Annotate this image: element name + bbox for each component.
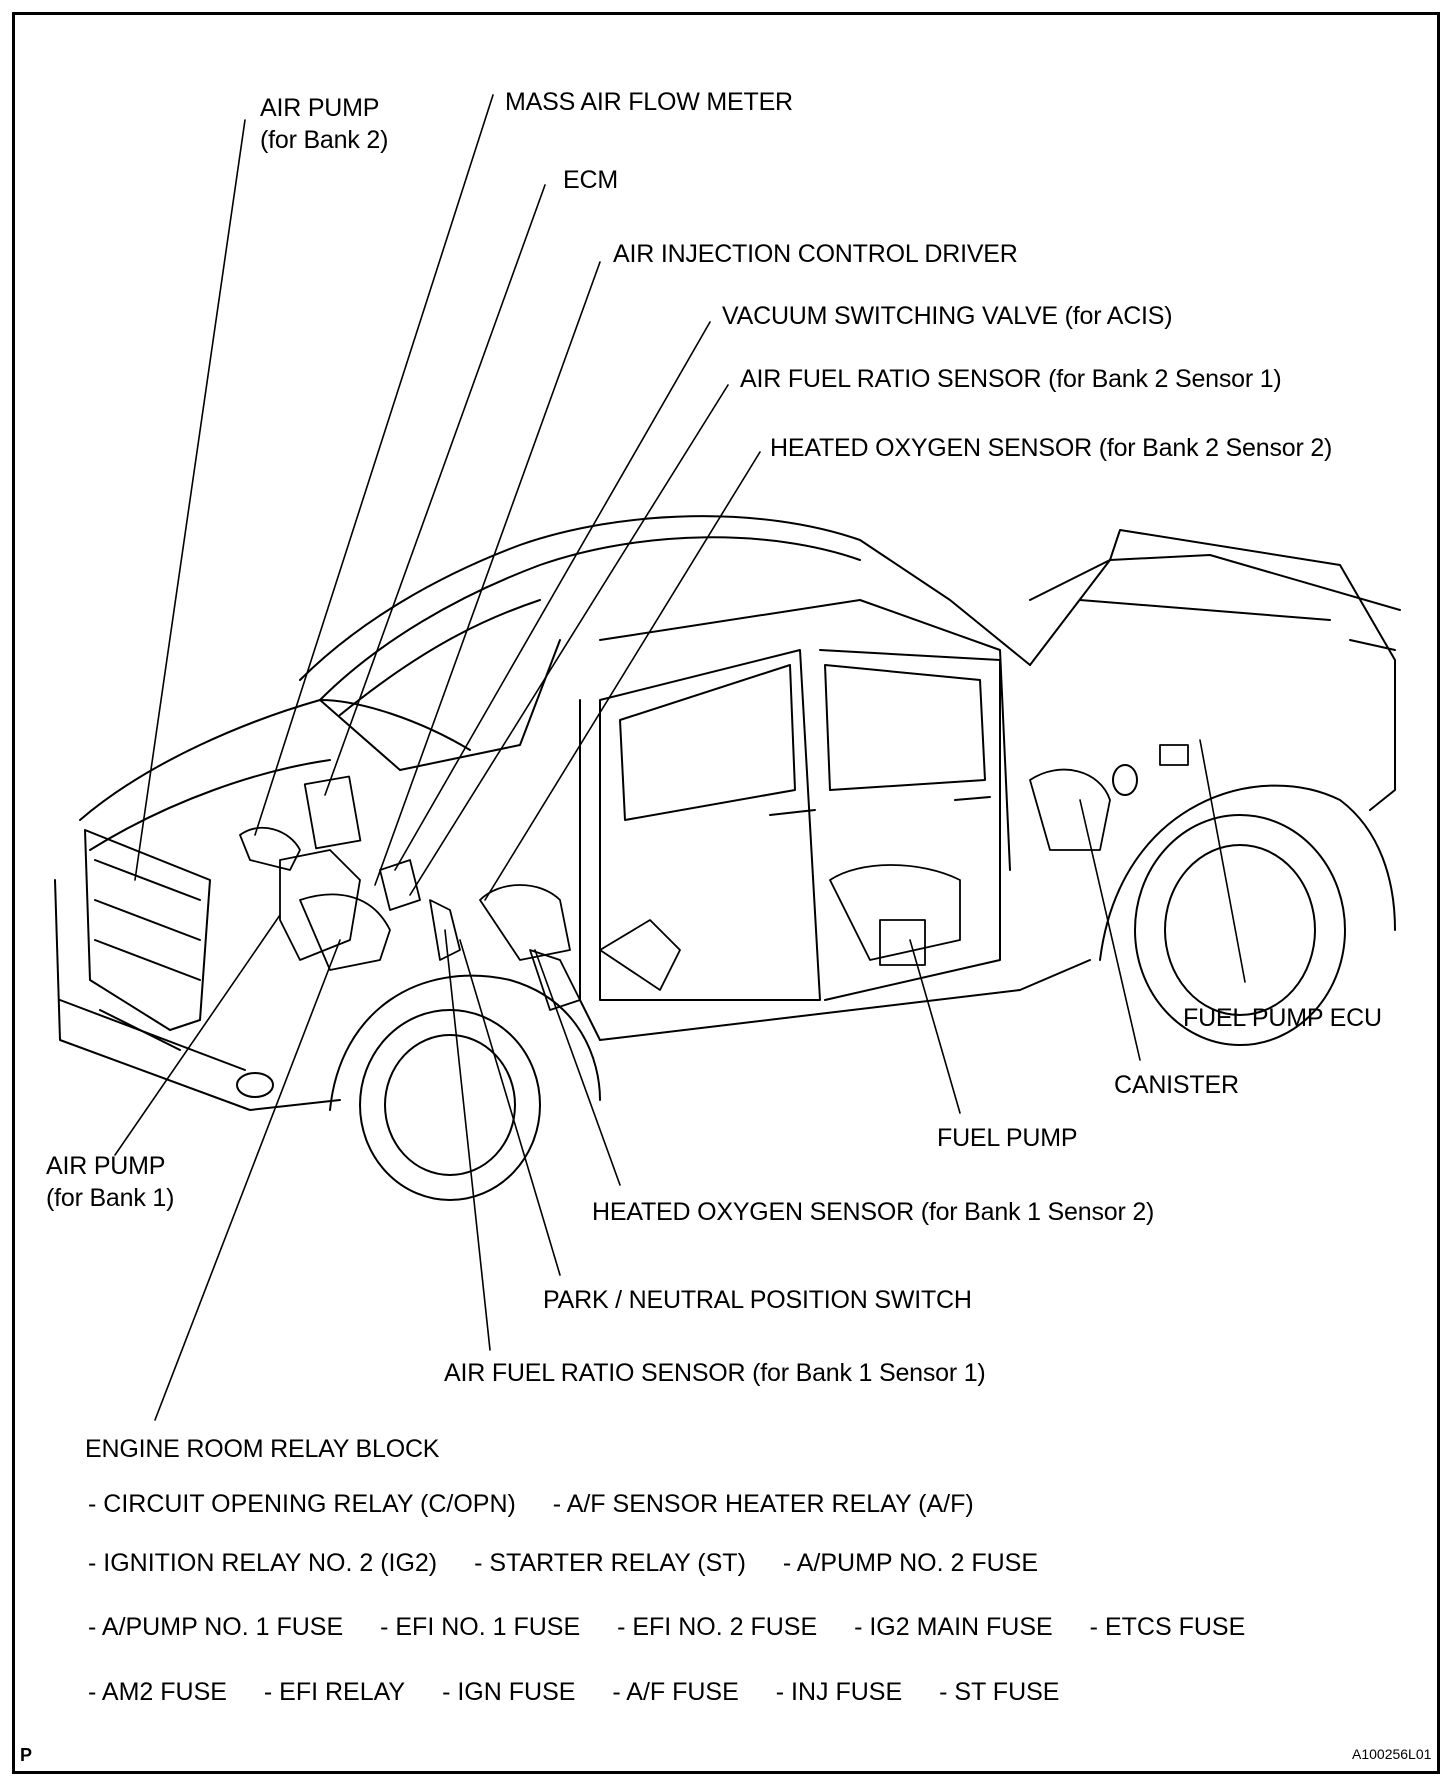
fuel-pump-ecu-label: FUEL PUMP ECU xyxy=(1183,1004,1382,1032)
air-pump-bank1-line1: AIR PUMP xyxy=(46,1152,166,1180)
relay-item: - IG2 MAIN FUSE xyxy=(854,1613,1053,1641)
ho2-b2s2-label: HEATED OXYGEN SENSOR (for Bank 2 Sensor … xyxy=(770,434,1333,462)
relay-item: - INJ FUSE xyxy=(775,1678,903,1706)
ecm-label: ECM xyxy=(563,166,618,194)
relay-item: - A/F SENSOR HEATER RELAY (A/F) xyxy=(552,1490,974,1518)
relay-item: - EFI RELAY xyxy=(263,1678,406,1706)
air-pump-bank2-label: AIR PUMP (for Bank 2) xyxy=(260,92,388,156)
relay-row-1: - CIRCUIT OPENING RELAY (C/OPN) - A/F SE… xyxy=(88,1488,1004,1520)
components-illustration xyxy=(239,744,1189,1011)
air-pump-bank1-line2: (for Bank 1) xyxy=(46,1184,175,1212)
af-sensor-b2s1-label: AIR FUEL RATIO SENSOR (for Bank 2 Sensor… xyxy=(740,365,1282,393)
relay-item: - STARTER RELAY (ST) xyxy=(474,1549,746,1577)
relay-item: - EFI NO. 2 FUSE xyxy=(617,1613,818,1641)
relay-item: - A/F FUSE xyxy=(612,1678,739,1706)
relay-item: - ST FUSE xyxy=(939,1678,1060,1706)
air-pump-bank1-label: AIR PUMP (for Bank 1) xyxy=(46,1150,174,1214)
diagram-frame xyxy=(12,12,1440,1774)
engine-room-relay-block-label: ENGINE ROOM RELAY BLOCK xyxy=(85,1435,440,1463)
relay-item: - ETCS FUSE xyxy=(1089,1613,1246,1641)
relay-item: - A/PUMP NO. 2 FUSE xyxy=(782,1549,1039,1577)
park-neutral-switch-label: PARK / NEUTRAL POSITION SWITCH xyxy=(543,1286,972,1314)
relay-item: - A/PUMP NO. 1 FUSE xyxy=(88,1613,344,1641)
air-pump-bank2-line2: (for Bank 2) xyxy=(260,126,389,154)
truck-illustration xyxy=(54,515,1401,1201)
relay-item: - AM2 FUSE xyxy=(88,1678,227,1706)
relay-row-3: - A/PUMP NO. 1 FUSE - EFI NO. 1 FUSE - E… xyxy=(88,1611,1275,1643)
relay-item: - IGN FUSE xyxy=(442,1678,576,1706)
ho2-b1s2-label: HEATED OXYGEN SENSOR (for Bank 1 Sensor … xyxy=(592,1198,1155,1226)
leader-lines xyxy=(114,94,1246,1421)
fuel-pump-label: FUEL PUMP xyxy=(937,1124,1078,1152)
relay-row-2: - IGNITION RELAY NO. 2 (IG2) - STARTER R… xyxy=(88,1547,1068,1579)
canister-label: CANISTER xyxy=(1114,1071,1239,1099)
vacuum-switching-valve-label: VACUUM SWITCHING VALVE (for ACIS) xyxy=(722,302,1173,330)
figure-id: A100256L01 xyxy=(1352,1746,1432,1762)
mass-air-flow-meter-label: MASS AIR FLOW METER xyxy=(505,88,793,116)
af-sensor-b1s1-label: AIR FUEL RATIO SENSOR (for Bank 1 Sensor… xyxy=(444,1359,986,1387)
relay-item: - IGNITION RELAY NO. 2 (IG2) xyxy=(88,1549,438,1577)
corner-mark: P xyxy=(20,1745,33,1765)
relay-item: - EFI NO. 1 FUSE xyxy=(380,1613,581,1641)
relay-item: - CIRCUIT OPENING RELAY (C/OPN) xyxy=(88,1490,516,1518)
relay-row-4: - AM2 FUSE - EFI RELAY - IGN FUSE - A/F … xyxy=(88,1676,1089,1708)
air-pump-bank2-line1: AIR PUMP xyxy=(260,94,380,122)
air-injection-control-driver-label: AIR INJECTION CONTROL DRIVER xyxy=(613,240,1018,268)
